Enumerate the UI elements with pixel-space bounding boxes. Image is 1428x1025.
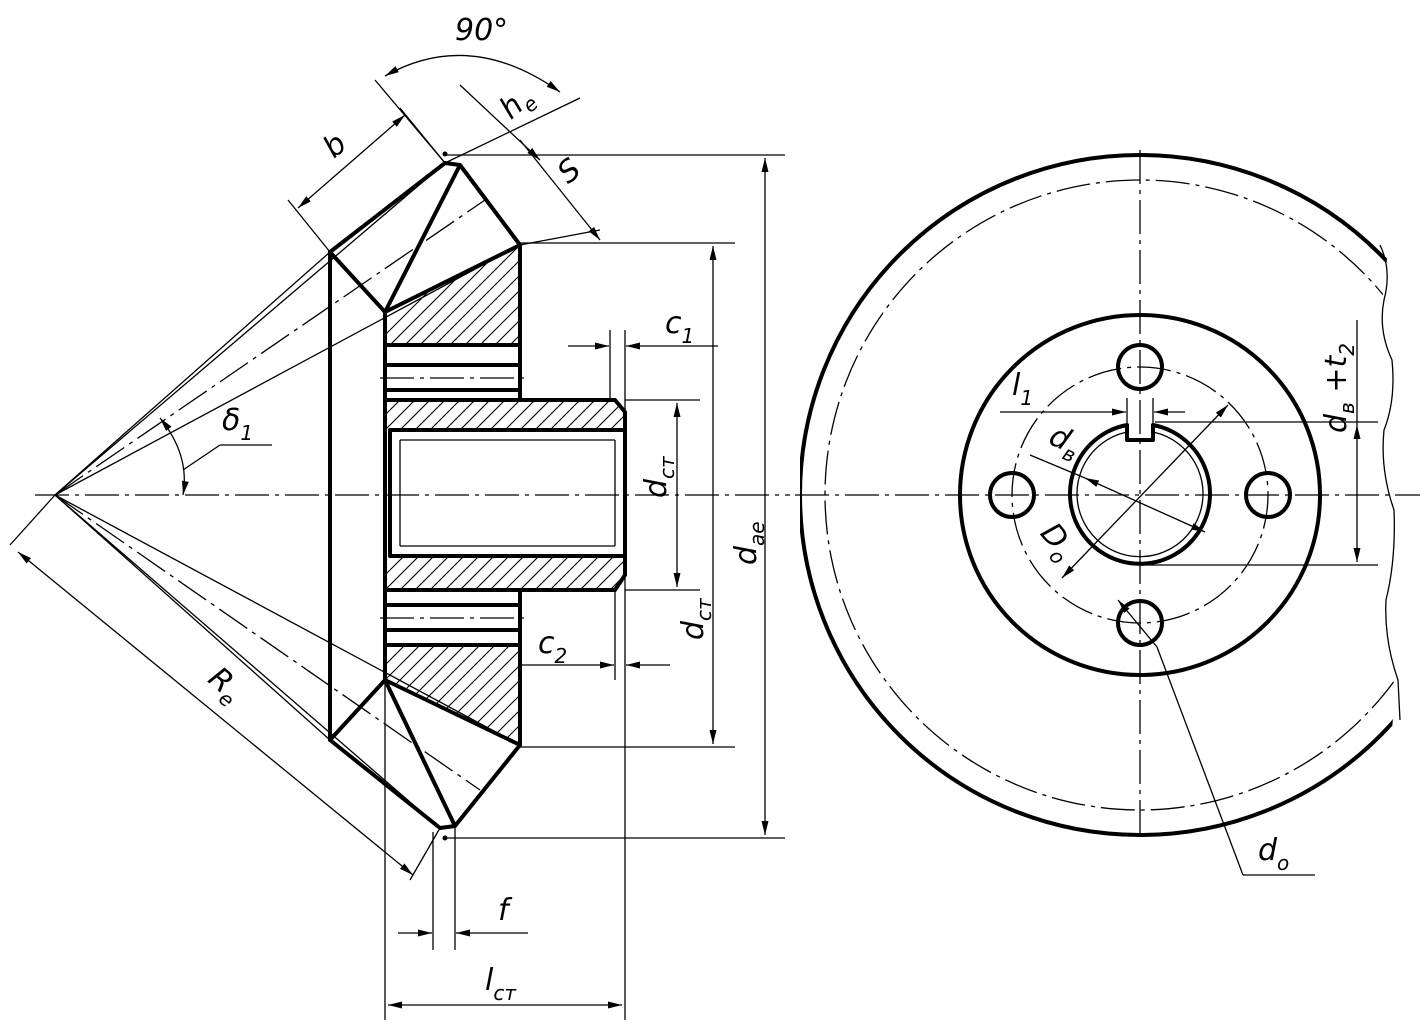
bore [388, 428, 627, 558]
svg-text:l1: l1 [1012, 368, 1033, 410]
delta-angle-dim [159, 417, 189, 496]
svg-text:c2: c2 [538, 626, 567, 668]
label-dv-t2: d [1319, 413, 1354, 433]
svg-text:Re: Re [198, 660, 249, 712]
hole-top [1116, 343, 1164, 391]
label-dae: d [729, 545, 764, 565]
svg-text:dст: dст [639, 455, 679, 498]
dv-dim [1084, 477, 1206, 533]
label-d0: d [1258, 833, 1278, 868]
hole-left [988, 471, 1036, 519]
label-l1: l [1012, 368, 1021, 403]
svg-text:Do: Do [1029, 516, 1082, 569]
b-dim [297, 114, 406, 209]
svg-text:dв +t2: dв +t2 [1319, 343, 1359, 433]
label-b: b [316, 126, 353, 165]
label-c1: c [665, 306, 682, 341]
re-dim [17, 551, 414, 876]
svg-text:dст: dст [676, 597, 716, 640]
label-delta: δ [222, 403, 240, 438]
d0-leader [1156, 646, 1244, 876]
front-view: dв +t2 l1 dв Do do [795, 150, 1420, 876]
D0-dim [1061, 404, 1229, 579]
svg-text:δ1: δ1 [222, 403, 253, 445]
break-line [1379, 244, 1401, 721]
angle-90-dim [384, 54, 561, 93]
label-f: f [498, 893, 513, 928]
label-c2: c [538, 626, 555, 661]
svg-text:do: do [1258, 833, 1289, 875]
hatch-upper-tooth [385, 245, 520, 345]
svg-text:lст: lст [485, 963, 517, 1005]
label-dst-outer: d [676, 620, 711, 640]
section-view: 90° b he S δ1 Re dae dст [9, 13, 790, 1020]
s-dim [519, 139, 601, 241]
label-lst: l [485, 963, 494, 998]
svg-text:c1: c1 [665, 306, 694, 348]
label-dst-inner: d [639, 478, 674, 498]
label-90: 90° [455, 13, 508, 48]
svg-text:dae: dae [729, 521, 769, 565]
